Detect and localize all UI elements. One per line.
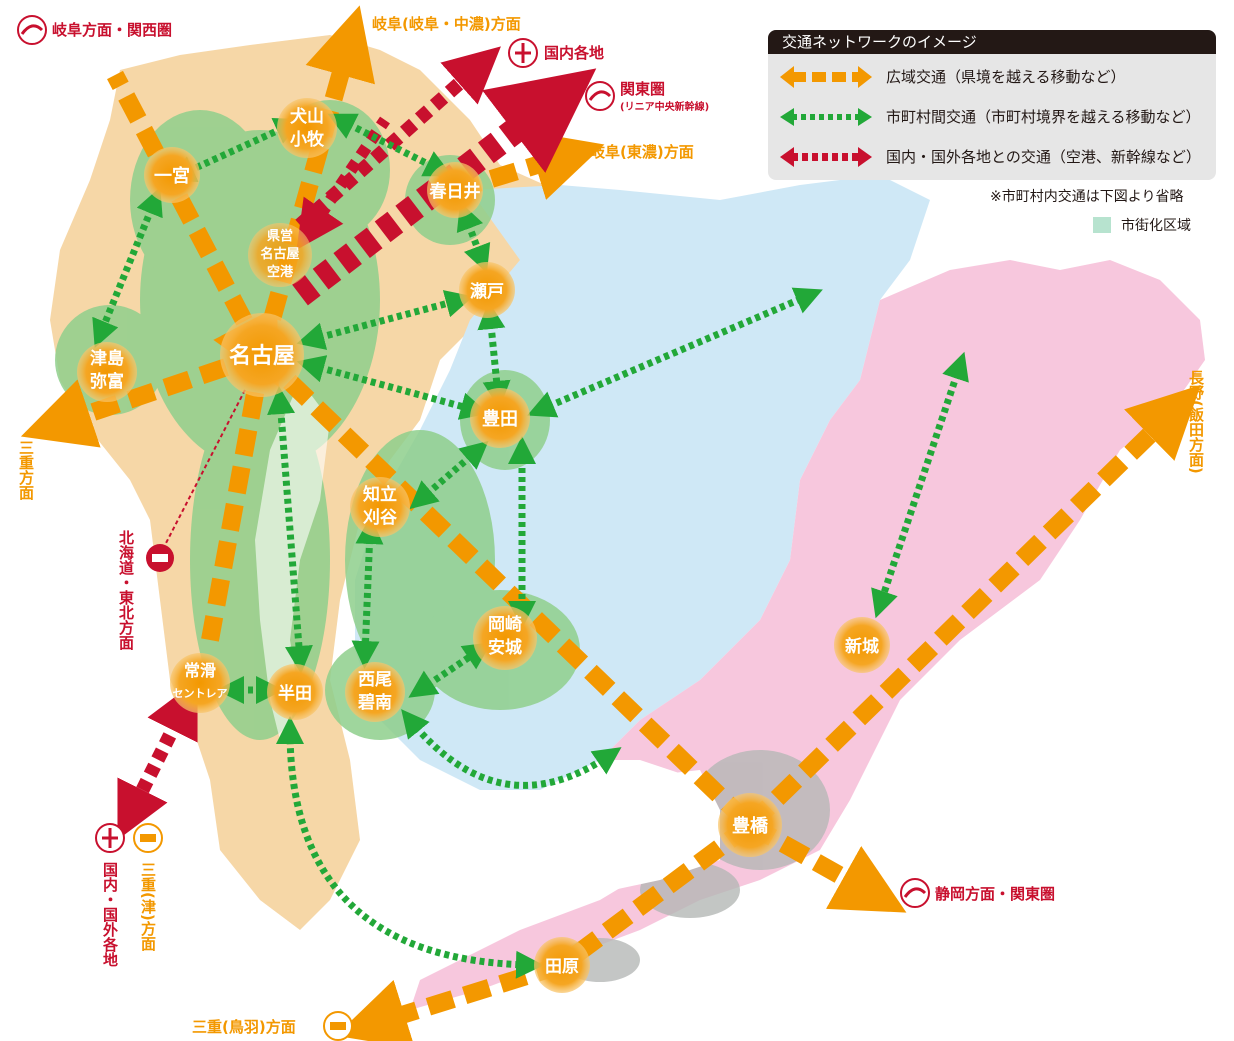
legend-item-inter-municipal: 市町村間交通（市町村境界を越える移動など） <box>778 102 1208 132</box>
legend-label-wide-area: 広域交通（県境を越える移動など） <box>886 68 1126 86</box>
green-arrow-icon <box>780 108 872 126</box>
city-seto[interactable]: 瀬戸 <box>459 262 515 318</box>
svg-text:三重方面: 三重方面 <box>17 440 35 501</box>
city-tsushima-yatomi[interactable]: 津島 弥富 <box>77 342 137 402</box>
svg-text:知立: 知立 <box>362 484 397 505</box>
legend-item-national: 国内・国外各地との交通（空港、新幹線など） <box>778 142 1208 172</box>
destination-icons <box>17 15 930 1041</box>
svg-text:岐阜(岐阜・中濃)方面: 岐阜(岐阜・中濃)方面 <box>372 15 521 33</box>
svg-text:関東圏: 関東圏 <box>620 80 665 98</box>
city-toyota[interactable]: 豊田 <box>470 388 530 448</box>
shinkansen-icon-gifu <box>17 15 47 45</box>
ship-icon-hokkaido <box>146 544 174 572</box>
city-handa[interactable]: 半田 <box>267 664 323 720</box>
shinkansen-icon-kanto <box>585 81 615 111</box>
svg-text:津島: 津島 <box>90 348 124 369</box>
city-tokoname[interactable]: 常滑 セントレア <box>170 653 230 713</box>
svg-text:新城: 新城 <box>845 636 879 657</box>
city-shinshiro[interactable]: 新城 <box>834 617 890 673</box>
svg-text:安城: 安城 <box>488 637 522 658</box>
legend-item-wide-area: 広域交通（県境を越える移動など） <box>778 62 1208 92</box>
urban-area-swatch <box>1093 217 1111 233</box>
svg-text:西尾: 西尾 <box>358 670 392 690</box>
legend-label-national: 国内・国外各地との交通（空港、新幹線など） <box>886 148 1201 166</box>
svg-text:豊田: 豊田 <box>482 409 518 430</box>
svg-text:刈谷: 刈谷 <box>363 507 398 528</box>
svg-text:三重(津)方面: 三重(津)方面 <box>139 862 157 952</box>
city-kasugai[interactable]: 春日井 <box>427 162 483 218</box>
red-arrow-icon <box>780 147 872 167</box>
svg-text:静岡方面・関東圏: 静岡方面・関東圏 <box>935 885 1055 903</box>
svg-text:国内各地: 国内各地 <box>544 44 604 62</box>
orange-arrow-icon <box>780 66 872 88</box>
svg-text:県営: 県営 <box>267 228 293 244</box>
plane-icon-domestic <box>508 38 538 68</box>
ship-icon-toba <box>323 1011 353 1041</box>
svg-text:長野(飯田方面): 長野(飯田方面) <box>1187 370 1205 474</box>
svg-text:(リニア中央新幹線): (リニア中央新幹線) <box>620 100 709 113</box>
city-nishio-hekinan[interactable]: 西尾 碧南 <box>345 662 405 722</box>
svg-text:瀬戸: 瀬戸 <box>470 282 504 302</box>
svg-text:半田: 半田 <box>278 683 312 704</box>
svg-text:豊橋: 豊橋 <box>732 815 769 837</box>
svg-text:セントレア: セントレア <box>173 687 228 700</box>
svg-text:田原: 田原 <box>545 957 579 977</box>
ship-icon-tsu <box>133 823 163 853</box>
legend: 交通ネットワークのイメージ 広域交通（県境を越える移動など） 市町村間交通（市町… <box>768 30 1216 180</box>
svg-text:三重(鳥羽)方面: 三重(鳥羽)方面 <box>192 1018 296 1036</box>
city-toyohashi[interactable]: 豊橋 <box>718 793 782 857</box>
city-airport[interactable]: 県営 名古屋 空港 <box>248 223 312 287</box>
svg-text:犬山: 犬山 <box>290 106 324 127</box>
svg-text:国内・国外各地: 国内・国外各地 <box>101 862 119 967</box>
destination-labels: 岐阜方面・関西圏 岐阜(岐阜・中濃)方面 国内各地 関東圏 (リニア中央新幹線)… <box>17 15 1205 1036</box>
svg-text:名古屋: 名古屋 <box>229 343 295 369</box>
svg-text:岐阜方面・関西圏: 岐阜方面・関西圏 <box>52 21 172 39</box>
svg-text:名古屋: 名古屋 <box>260 246 299 262</box>
legend-title: 交通ネットワークのイメージ <box>768 30 1216 54</box>
city-inuyama-komaki[interactable]: 犬山 小牧 <box>277 98 337 158</box>
svg-text:空港: 空港 <box>267 264 294 280</box>
city-nodes: 名古屋 一宮 犬山 小牧 春日井 県営 名古屋 空港 瀬戸 津島 弥富 <box>77 98 890 993</box>
city-ichinomiya[interactable]: 一宮 <box>144 147 200 203</box>
city-tahara[interactable]: 田原 <box>534 937 590 993</box>
svg-text:碧南: 碧南 <box>357 692 392 713</box>
legend-label-inter-municipal: 市町村間交通（市町村境界を越える移動など） <box>886 108 1201 126</box>
svg-text:一宮: 一宮 <box>154 165 190 187</box>
svg-text:北海道・東北方面: 北海道・東北方面 <box>117 530 135 651</box>
city-okazaki-anjo[interactable]: 岡崎 安城 <box>473 606 537 670</box>
svg-text:岐阜(東濃)方面: 岐阜(東濃)方面 <box>590 143 694 161</box>
plane-icon-international <box>95 823 125 853</box>
svg-text:岡崎: 岡崎 <box>488 614 522 635</box>
city-chiryu-kariya[interactable]: 知立 刈谷 <box>350 477 410 537</box>
svg-text:常滑: 常滑 <box>184 661 216 680</box>
urban-area-label: 市街化区域 <box>1121 218 1191 234</box>
svg-text:春日井: 春日井 <box>430 181 481 202</box>
svg-text:弥富: 弥富 <box>90 371 124 392</box>
city-nagoya[interactable]: 名古屋 <box>220 313 304 397</box>
shinkansen-icon-shizuoka <box>900 878 930 908</box>
legend-note: ※市町村内交通は下図より省略 <box>990 189 1184 205</box>
region-east-mikawa <box>410 260 1205 1010</box>
svg-text:小牧: 小牧 <box>290 129 325 150</box>
